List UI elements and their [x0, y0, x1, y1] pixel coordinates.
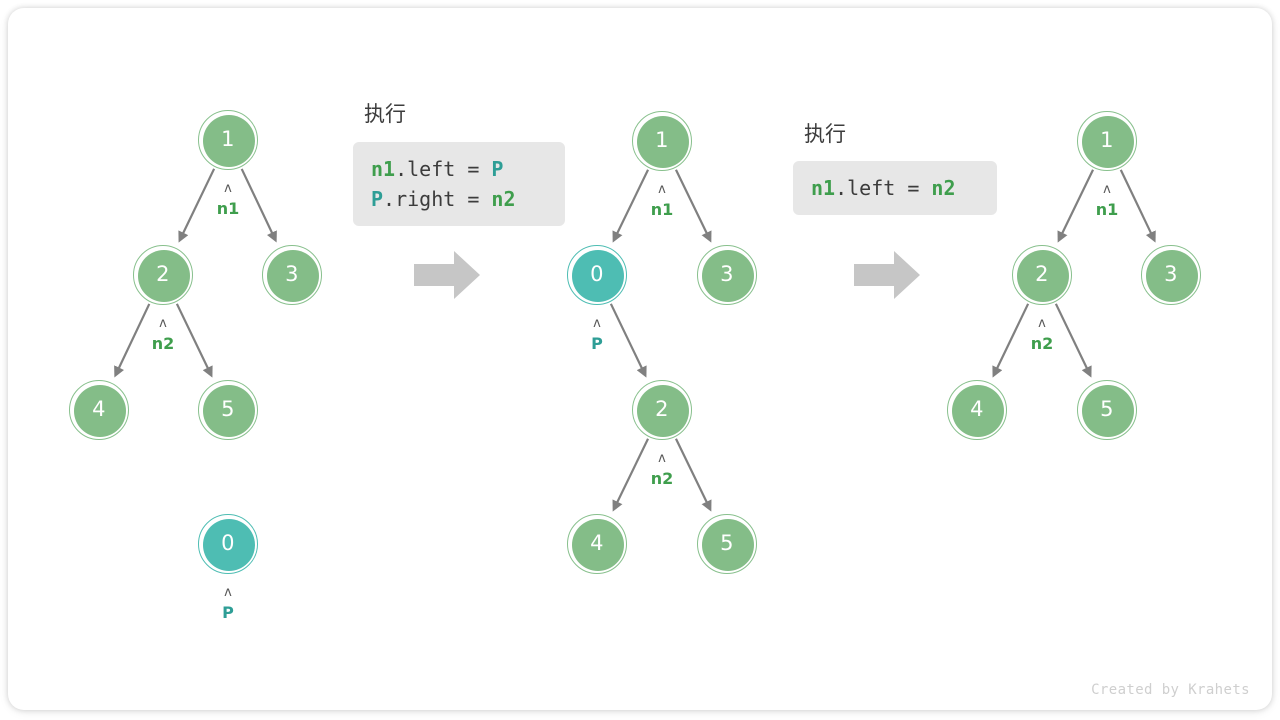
node-disc	[572, 250, 624, 302]
pointer-label-n2: ʌ n2	[1002, 316, 1082, 354]
code-snippet-box: n1.left = n2	[793, 161, 997, 215]
node-value: 2	[655, 396, 669, 421]
tree-node-3: 3	[262, 245, 322, 305]
tree-node-3: 3	[1141, 245, 1201, 305]
pointer-name: P	[591, 334, 603, 353]
node-disc	[952, 385, 1004, 437]
pointer-caret-icon: ʌ	[224, 585, 232, 600]
tree-node-3: 3	[697, 245, 757, 305]
pointer-label-n1: ʌ n1	[622, 182, 702, 220]
node-disc	[637, 116, 689, 168]
tree-node-5: 5	[1077, 380, 1137, 440]
node-disc	[203, 519, 255, 571]
tree-node-4: 4	[567, 514, 627, 574]
pointer-name: P	[222, 603, 234, 622]
code-line: P.right = n2	[371, 184, 547, 214]
pointer-label-n2: ʌ n2	[622, 451, 702, 489]
pointer-caret-icon: ʌ	[658, 182, 666, 197]
node-disc	[702, 519, 754, 571]
pointer-caret-icon: ʌ	[159, 316, 167, 331]
node-value: 3	[1164, 261, 1178, 286]
code-token: n2	[931, 176, 956, 200]
node-value: 0	[221, 530, 235, 555]
node-value: 2	[1035, 261, 1049, 286]
code-token: P	[491, 157, 504, 181]
node-value: 3	[720, 261, 734, 286]
node-disc	[572, 519, 624, 571]
pointer-name: n1	[1095, 200, 1119, 219]
node-disc	[203, 385, 255, 437]
tree-node-4: 4	[69, 380, 129, 440]
node-disc	[138, 250, 190, 302]
pointer-name: n2	[650, 469, 674, 488]
node-value: 1	[655, 127, 669, 152]
code-line: n1.left = n2	[811, 173, 979, 203]
tree-node-2: 2	[133, 245, 193, 305]
node-disc	[702, 250, 754, 302]
tree-node-4: 4	[947, 380, 1007, 440]
pointer-caret-icon: ʌ	[658, 451, 666, 466]
node-value: 4	[92, 396, 106, 421]
tree-node-5: 5	[697, 514, 757, 574]
pointer-label-n2: ʌ n2	[123, 316, 203, 354]
step-caption: 执行	[804, 122, 846, 146]
pointer-caret-icon: ʌ	[224, 181, 232, 196]
node-value: 1	[1100, 127, 1114, 152]
tree-node-1: 1	[198, 110, 258, 170]
node-disc	[1017, 250, 1069, 302]
node-value: 1	[221, 126, 235, 151]
tree-node-5: 5	[198, 380, 258, 440]
node-value: 5	[221, 396, 235, 421]
tree-node-0: 0	[198, 514, 258, 574]
tree-node-0: 0	[567, 245, 627, 305]
pointer-name: n1	[216, 199, 240, 218]
tree-node-1: 1	[632, 111, 692, 171]
code-token: .left =	[835, 176, 932, 200]
code-token: .right =	[383, 187, 492, 211]
node-disc	[637, 385, 689, 437]
code-token: n2	[491, 187, 516, 211]
pointer-name: n1	[650, 200, 674, 219]
tree-node-2: 2	[632, 380, 692, 440]
node-disc	[1082, 116, 1134, 168]
pointer-name: n2	[151, 334, 175, 353]
code-token: n1	[811, 176, 836, 200]
node-value: 4	[970, 396, 984, 421]
node-disc	[267, 250, 319, 302]
pointer-label-n1: ʌ n1	[1067, 182, 1147, 220]
node-disc	[1082, 385, 1134, 437]
node-disc	[74, 385, 126, 437]
node-disc	[203, 115, 255, 167]
pointer-label-n1: ʌ n1	[188, 181, 268, 219]
node-value: 4	[590, 530, 604, 555]
pointer-name: n2	[1030, 334, 1054, 353]
tree-node-1: 1	[1077, 111, 1137, 171]
pointer-caret-icon: ʌ	[1038, 316, 1046, 331]
credit-text: Created by Krahets	[1091, 682, 1250, 698]
code-token: .left =	[395, 157, 492, 181]
node-value: 2	[156, 261, 170, 286]
step-caption: 执行	[364, 102, 406, 126]
node-value: 5	[1100, 396, 1114, 421]
node-value: 5	[720, 530, 734, 555]
tree-node-2: 2	[1012, 245, 1072, 305]
code-token: n1	[371, 157, 396, 181]
pointer-caret-icon: ʌ	[593, 316, 601, 331]
code-line: n1.left = P	[371, 154, 547, 184]
node-value: 0	[590, 261, 604, 286]
node-disc	[1146, 250, 1198, 302]
code-token: P	[371, 187, 384, 211]
node-value: 3	[285, 261, 299, 286]
pointer-caret-icon: ʌ	[1103, 182, 1111, 197]
